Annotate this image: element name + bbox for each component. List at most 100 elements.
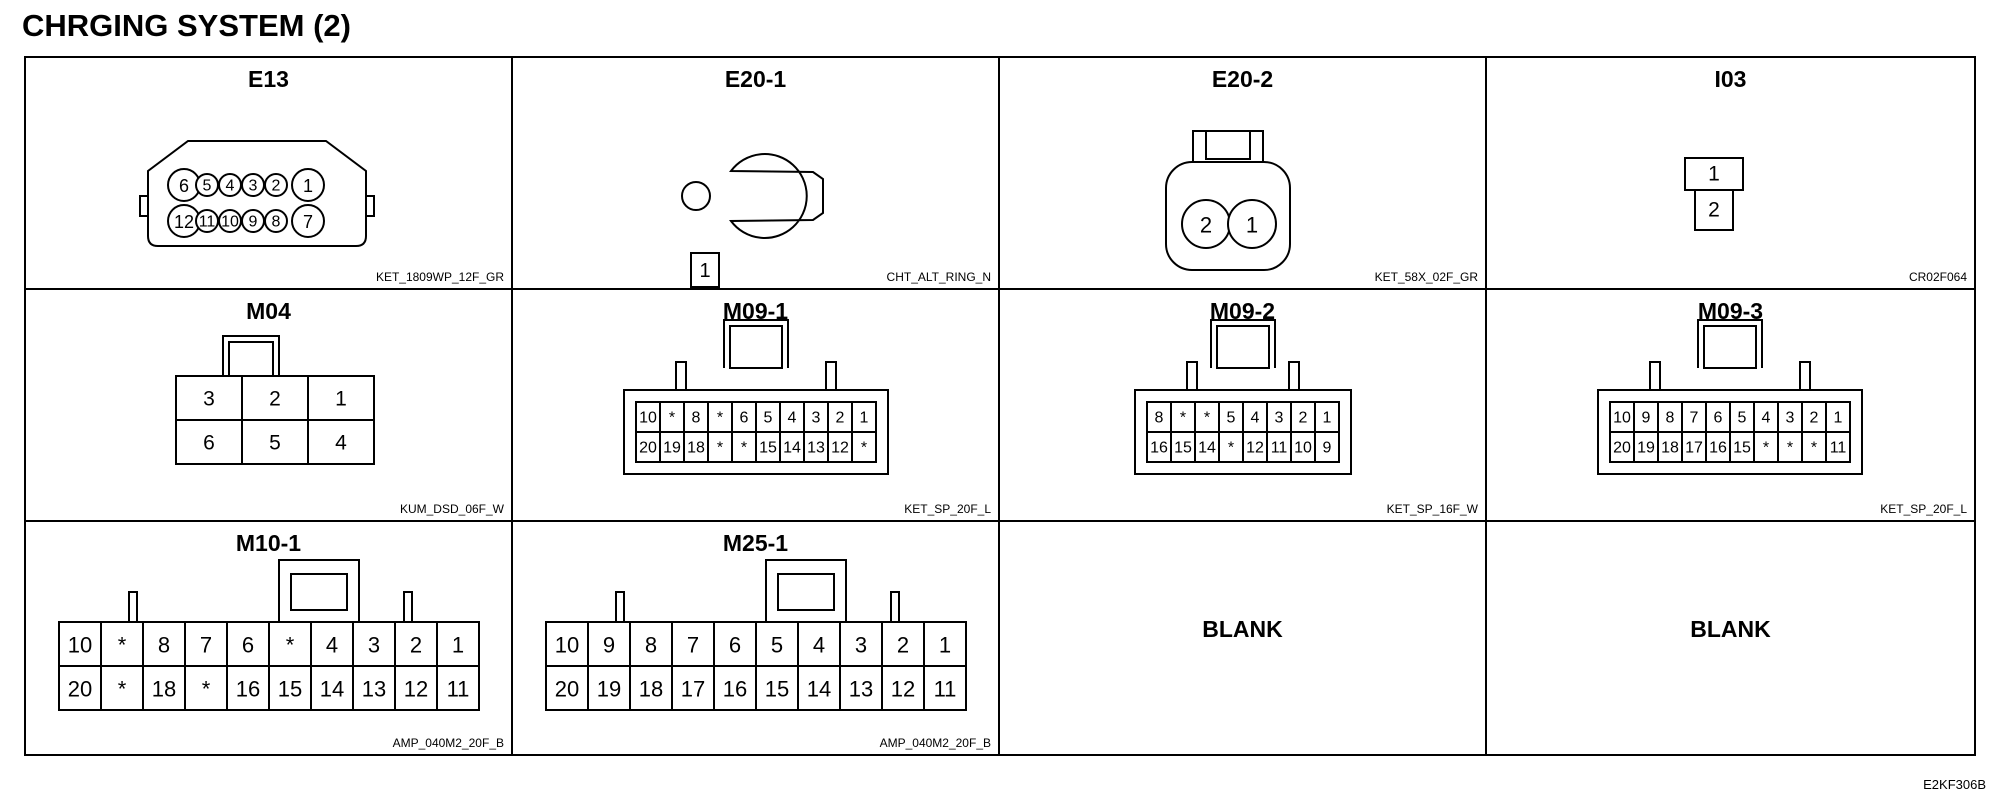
pin-cell bbox=[1681, 431, 1707, 463]
pin-label: 8 bbox=[1666, 410, 1675, 427]
pin-cavity bbox=[291, 204, 325, 238]
pin-cell bbox=[923, 665, 967, 711]
pin-label: 12 bbox=[1246, 440, 1264, 457]
pin-label: 16 bbox=[1709, 440, 1727, 457]
pin-label: * bbox=[1180, 410, 1186, 427]
pin-cell bbox=[175, 375, 243, 421]
pin-label: 15 bbox=[278, 677, 302, 702]
pin-cell bbox=[1694, 189, 1734, 231]
pin-label: 2 bbox=[836, 410, 845, 427]
pin-label: 6 bbox=[729, 633, 741, 658]
latch bbox=[1649, 361, 1661, 391]
pin-label: * bbox=[861, 440, 867, 457]
pin-label: * bbox=[717, 410, 723, 427]
part-number: CHT_ALT_RING_N bbox=[886, 270, 991, 284]
pin-label: 19 bbox=[1637, 440, 1655, 457]
pin-label: 3 bbox=[812, 410, 821, 427]
pin-label: 8 bbox=[645, 633, 657, 658]
pin-label: 15 bbox=[1733, 440, 1751, 457]
pin-label: 20 bbox=[555, 677, 579, 702]
latch bbox=[1288, 361, 1300, 391]
pin-label: * bbox=[717, 440, 723, 457]
pin-cell bbox=[803, 431, 829, 463]
pin-cell bbox=[827, 431, 853, 463]
pin-label: 8 bbox=[272, 214, 281, 231]
pin-label: 20 bbox=[68, 677, 92, 702]
pin-cell bbox=[755, 665, 799, 711]
pin-label: * bbox=[1228, 440, 1234, 457]
pin-label: 1 bbox=[860, 410, 869, 427]
pin-label: 20 bbox=[1613, 440, 1631, 457]
pin-cell bbox=[241, 419, 309, 465]
pin-label: 2 bbox=[410, 633, 422, 658]
pin-label: 11 bbox=[447, 677, 470, 702]
pin-label: 8 bbox=[158, 633, 170, 658]
pin-label: * bbox=[118, 677, 127, 702]
pin-label: 2 bbox=[897, 633, 909, 658]
pin-label: 18 bbox=[1661, 440, 1679, 457]
pin-cell bbox=[394, 665, 438, 711]
pin-label: 3 bbox=[249, 178, 258, 195]
pin-cell bbox=[851, 431, 877, 463]
pin-label: 14 bbox=[783, 440, 801, 457]
pin-cell bbox=[1290, 431, 1316, 463]
part-number: KET_SP_20F_L bbox=[904, 502, 991, 516]
pin-cell bbox=[1633, 431, 1659, 463]
latch bbox=[139, 195, 149, 217]
pin-label: 10 bbox=[1294, 440, 1312, 457]
connector-name: M10-1 bbox=[235, 530, 302, 556]
pin-cell bbox=[1266, 431, 1292, 463]
pin-cavity bbox=[264, 209, 288, 233]
latch bbox=[615, 591, 625, 623]
pin-cell bbox=[1729, 431, 1755, 463]
part-number: KET_58X_02F_GR bbox=[1374, 270, 1478, 284]
pin-label: 4 bbox=[335, 432, 347, 455]
pin-cell bbox=[1825, 431, 1851, 463]
pin-label: 1 bbox=[452, 633, 464, 658]
pin-label: * bbox=[118, 633, 127, 658]
latch bbox=[228, 341, 274, 379]
part-number: AMP_040M2_20F_B bbox=[392, 736, 504, 750]
pin-label: * bbox=[286, 633, 295, 658]
pin-cell bbox=[1801, 401, 1827, 433]
pin-cell bbox=[731, 401, 757, 433]
pin-label: 10 bbox=[221, 214, 239, 231]
pin-cell bbox=[1218, 431, 1244, 463]
pin-label: 14 bbox=[1198, 440, 1216, 457]
pin-cell bbox=[142, 665, 186, 711]
pin-cell bbox=[352, 621, 396, 667]
pin-cell bbox=[690, 252, 720, 288]
pin-label: 1 bbox=[1834, 410, 1843, 427]
pin-label: 5 bbox=[771, 633, 783, 658]
connector-diagram: 1 bbox=[681, 153, 824, 288]
part-number: KET_SP_20F_L bbox=[1880, 502, 1967, 516]
pin-cell bbox=[310, 621, 354, 667]
pin-cell bbox=[671, 665, 715, 711]
pin-cell bbox=[1218, 401, 1244, 433]
pin-label: 16 bbox=[723, 677, 747, 702]
pin-cavity bbox=[291, 168, 325, 202]
pin-label: 12 bbox=[174, 212, 194, 232]
pin-label: 2 bbox=[1708, 199, 1720, 222]
pin-label: 6 bbox=[179, 176, 189, 196]
pin-label: 10 bbox=[68, 633, 92, 658]
pin-label: 10 bbox=[639, 410, 657, 427]
connector-cell-e20-1: E20-1 1 CHT_ALT_RING_N bbox=[513, 58, 1000, 290]
pin-label: 2 bbox=[272, 178, 281, 195]
latch bbox=[675, 361, 687, 391]
latch bbox=[1216, 325, 1270, 369]
latch bbox=[890, 591, 900, 623]
pin-cell bbox=[629, 621, 673, 667]
pin-cell bbox=[1684, 157, 1744, 191]
latch bbox=[1799, 361, 1811, 391]
connector-cell-blank: BLANK bbox=[1487, 522, 1974, 754]
pin-label: 16 bbox=[1150, 440, 1168, 457]
